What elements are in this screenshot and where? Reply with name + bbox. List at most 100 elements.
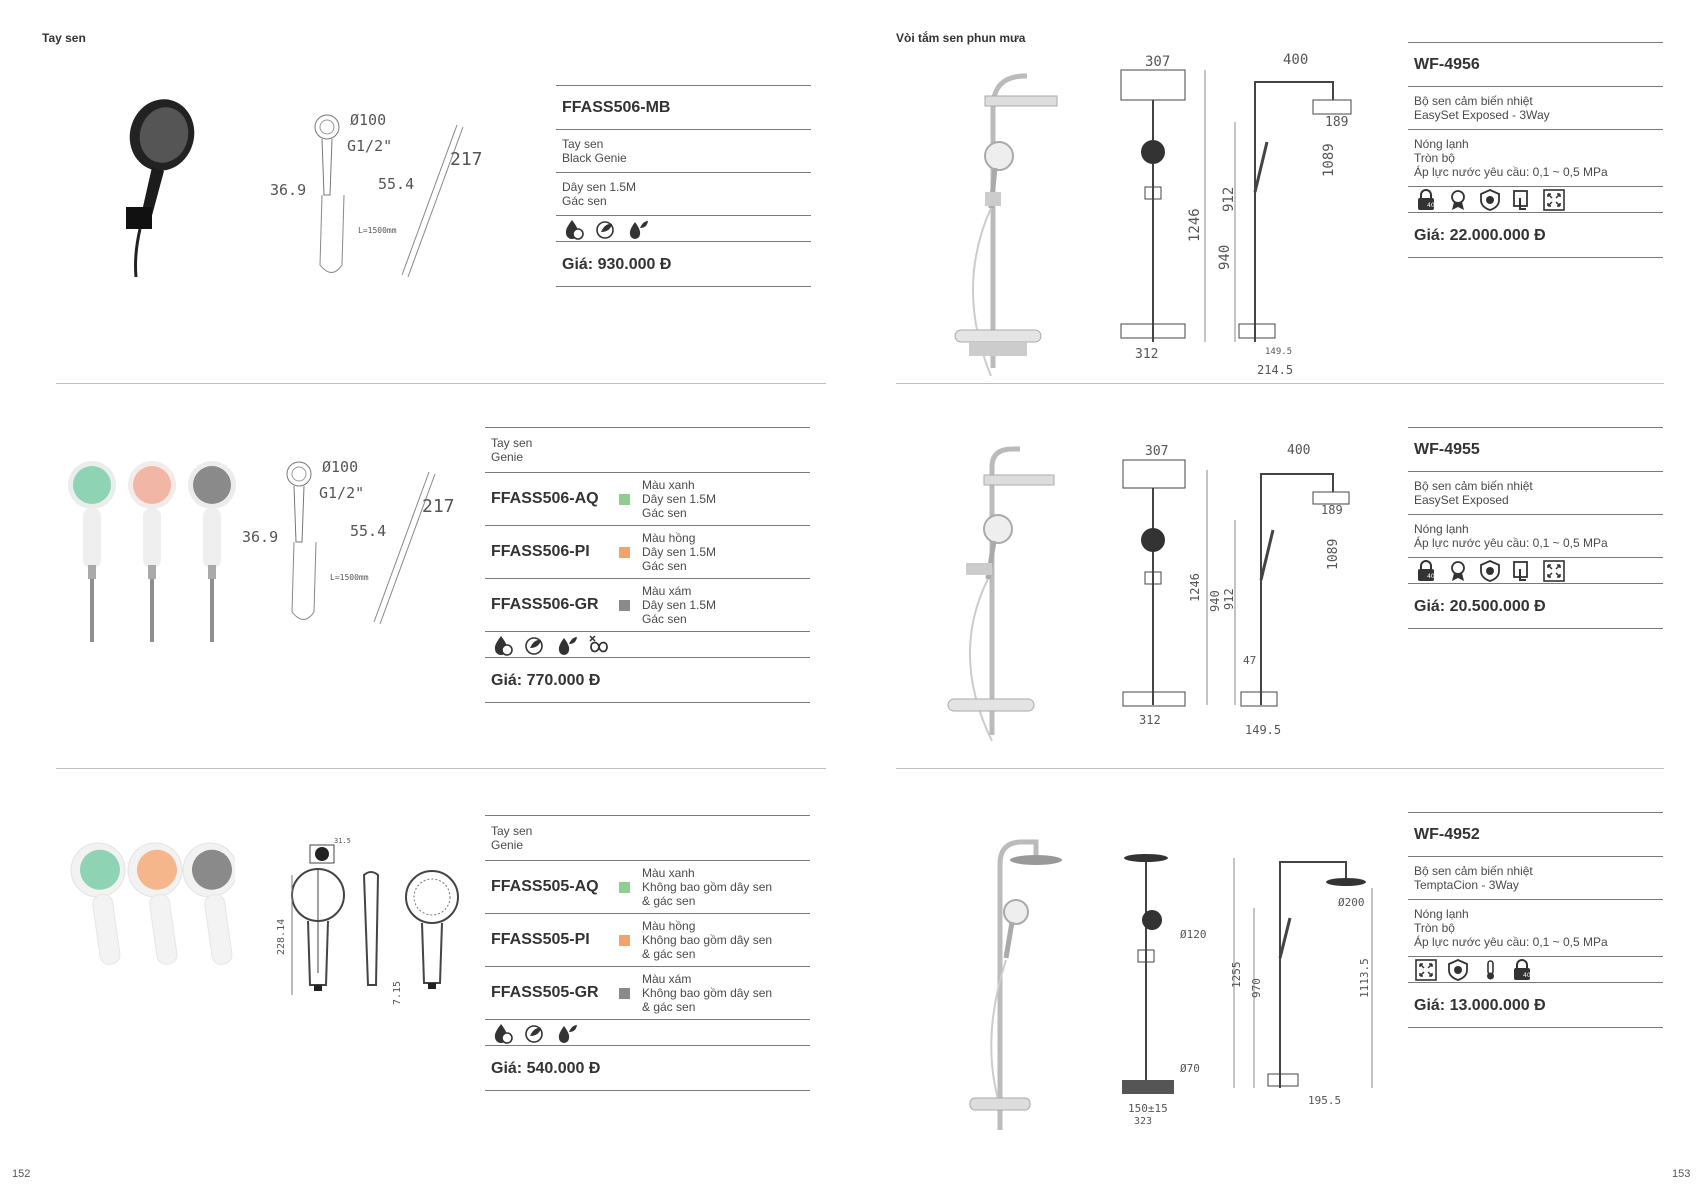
- dim-r: 189: [1321, 503, 1343, 517]
- dim-d1: Ø120: [1180, 928, 1207, 941]
- dim-thickness: 7.15: [392, 981, 403, 1005]
- dim-length: 55.4: [350, 522, 386, 540]
- dim-r: 189: [1325, 115, 1348, 130]
- anti-calc-icon: [558, 1024, 577, 1043]
- dim-h3: 940: [1217, 245, 1233, 270]
- model-name: WF-4956: [1408, 42, 1663, 86]
- product-info-wf-4952: WF-4952 Bộ sen cảm biến nhiệt TemptaCion…: [1408, 812, 1663, 1028]
- dim-top-width: 31.5: [334, 837, 351, 845]
- shield-icon: [1480, 559, 1500, 582]
- ffass505-dimension-drawing: 228.14 31.5 7.15: [276, 837, 459, 1005]
- variant-detail: Màu xanh Dây sen 1.5M Gác sen: [642, 478, 717, 520]
- color-swatch-orange: [619, 546, 630, 558]
- dim-h1: 1246: [1188, 573, 1202, 602]
- variant-row: FFASS506-AQ Màu xanh Dây sen 1.5M Gác se…: [485, 472, 810, 525]
- model-name: WF-4955: [1408, 427, 1663, 471]
- divider: [896, 383, 1664, 384]
- product-detail: Nóng lạnh Tròn bộ Áp lực nước yêu cầu: 0…: [1408, 129, 1663, 186]
- expand-icon: [1543, 559, 1565, 582]
- shield-icon: [1480, 188, 1500, 211]
- svg-text:40: 40: [1523, 972, 1531, 979]
- variant-model: FFASS506-GR: [491, 596, 599, 613]
- safety-icon: [1451, 560, 1465, 581]
- dim-width: 400: [1287, 443, 1310, 458]
- model-name: FFASS506-MB: [556, 85, 811, 129]
- dim-length: 55.4: [378, 175, 414, 193]
- thermo-lock-icon: 40: [1514, 958, 1531, 980]
- feature-icons: 40: [1408, 557, 1663, 583]
- product-description: Bộ sen cảm biến nhiệt TemptaCion - 3Way: [1408, 856, 1663, 899]
- feature-icons: [485, 631, 810, 657]
- wf-4952-shower-image: [969, 839, 1062, 1130]
- dim-h2: 970: [1250, 978, 1263, 998]
- dim-h1: 1255: [1230, 962, 1243, 989]
- variant-model: FFASS505-AQ: [491, 878, 599, 895]
- product-price: Giá: 20.500.000 Đ: [1408, 583, 1663, 629]
- color-swatch-gray: [619, 987, 630, 999]
- dim-b1: 150±15: [1128, 1102, 1168, 1115]
- anti-calc-icon: [629, 220, 648, 239]
- variant-row: FFASS505-AQ Màu xanh Không bao gồm dây s…: [485, 860, 810, 913]
- product-price: Giá: 13.000.000 Đ: [1408, 982, 1663, 1028]
- dim-d3: Ø200: [1338, 896, 1365, 909]
- wf-4952-side-drawing: 1255 970 1113.5 Ø200 195.5: [1230, 858, 1373, 1107]
- dim-diameter: Ø100: [350, 111, 386, 129]
- ffass505-hand-showers-image: [70, 842, 235, 965]
- expand-icon: [1543, 188, 1565, 211]
- product-description: Tay sen Black Genie: [556, 129, 811, 172]
- divider: [896, 768, 1664, 769]
- feature-icons: [556, 215, 811, 241]
- black-hand-shower-image: [126, 99, 195, 278]
- color-swatch-gray: [619, 599, 630, 611]
- dim-height: 217: [450, 149, 483, 170]
- wf-4955-dimension-drawing: 307 400 1246 912 940 1089 189 312 149.5 …: [1122, 443, 1350, 737]
- product-info-wf-4955: WF-4955 Bộ sen cảm biến nhiệt EasySet Ex…: [1408, 427, 1663, 629]
- dim-top: 307: [1145, 54, 1170, 70]
- product-info-ffass506-mb: FFASS506-MB Tay sen Black Genie Dây sen …: [556, 85, 811, 287]
- dim-top: 307: [1145, 444, 1168, 459]
- dim-thread: G1/2": [319, 484, 364, 502]
- variant-row: FFASS505-GR Màu xám Không bao gồm dây se…: [485, 966, 810, 1019]
- dim-h4: 1089: [1326, 539, 1341, 570]
- section-title-right: Vòi tắm sen phun mưa: [896, 31, 1026, 45]
- dim-width: 400: [1283, 52, 1308, 68]
- infinity-icon: [589, 634, 608, 652]
- variant-model: FFASS506-AQ: [491, 490, 599, 507]
- dim-h3: 1113.5: [1358, 958, 1371, 998]
- product-price: Giá: 540.000 Đ: [485, 1045, 810, 1091]
- page-number-right: 153: [1672, 1168, 1691, 1180]
- product-info-wf-4956: WF-4956 Bộ sen cảm biến nhiệt EasySet Ex…: [1408, 42, 1663, 258]
- easy-clean-icon: [1513, 560, 1528, 581]
- product-description: Tay sen Genie: [485, 427, 810, 472]
- feature-icons: [485, 1019, 810, 1045]
- product-info-ffass505: Tay sen Genie FFASS505-AQ Màu xanh Không…: [485, 815, 810, 1091]
- wf-4956-shower-image: [954, 73, 1058, 377]
- thermometer-icon: [1487, 959, 1494, 979]
- dim-diameter: Ø100: [322, 458, 358, 476]
- eco-leaf-icon: [525, 1024, 543, 1043]
- thermo-lock-icon: 40: [1418, 559, 1435, 581]
- shield-icon: [1448, 958, 1468, 981]
- svg-text:40: 40: [1427, 573, 1435, 580]
- color-swatch-green: [619, 493, 630, 505]
- safety-icon: [1451, 189, 1465, 210]
- color-swatch-green: [619, 881, 630, 893]
- dim-h2: 912: [1221, 187, 1237, 212]
- variant-model: FFASS505-PI: [491, 931, 590, 948]
- divider: [56, 768, 826, 769]
- eco-leaf-icon: [525, 636, 543, 655]
- dim-base: 312: [1139, 713, 1161, 727]
- model-name: WF-4952: [1408, 812, 1663, 856]
- thermo-lock-icon: 40: [1418, 188, 1435, 210]
- genie-dimension-drawing: Ø100 G1/2" 36.9 55.4 217 L=1500mm: [242, 458, 455, 625]
- genie-hand-showers-image: [68, 461, 236, 642]
- dim-h4: 1089: [1321, 143, 1337, 177]
- water-drop-icon: [565, 219, 584, 240]
- dim-height: 228.14: [276, 919, 287, 955]
- product-detail: Dây sen 1.5M Gác sen: [556, 172, 811, 215]
- dim-d2: Ø70: [1180, 1062, 1200, 1075]
- feature-icons: 40: [1408, 186, 1663, 212]
- dim-width: 36.9: [270, 181, 306, 199]
- wf-4955-shower-image: [947, 446, 1055, 742]
- dim-small: 47: [1243, 654, 1256, 667]
